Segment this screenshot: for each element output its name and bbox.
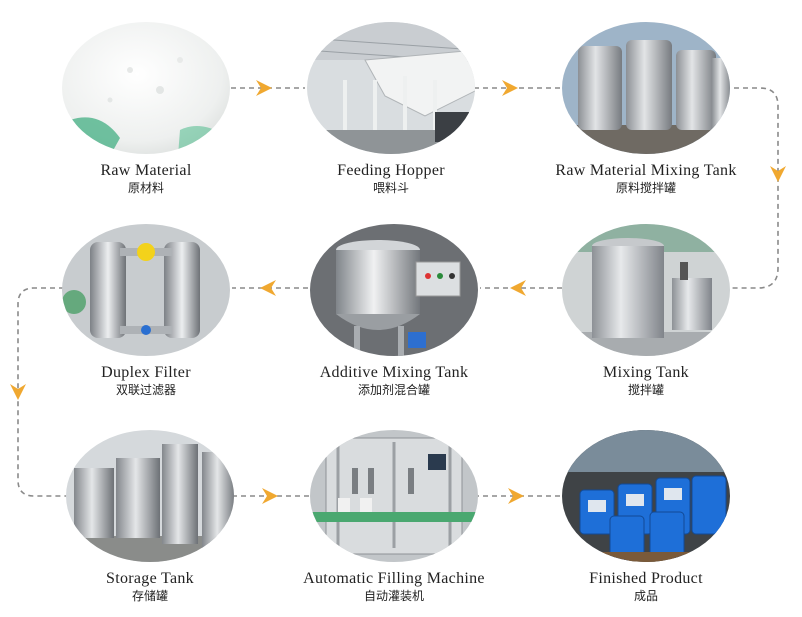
step-label-cn: 双联过滤器 (115, 383, 176, 397)
arrow-down-icon (10, 384, 26, 400)
mixing-tank-photo-icon (562, 224, 730, 356)
step-label-cn: 原材料 (127, 181, 164, 195)
step-label-cn: 添加剂混合罐 (357, 383, 430, 397)
arrow-right-icon (256, 80, 272, 96)
step-label-cn: 成品 (633, 589, 658, 603)
arrow-right-icon (502, 80, 518, 96)
step-label-en: Automatic Filling Machine (303, 570, 485, 587)
step-duplex-filter: Duplex Filter 双联过滤器 (36, 222, 256, 398)
step-label-cn: 原料搅拌罐 (615, 181, 676, 195)
filter-photo-icon (62, 224, 230, 356)
step-label-en: Raw Material (100, 162, 192, 179)
step-raw-material-mixing-tank: Raw Material Mixing Tank 原料搅拌罐 (536, 20, 756, 196)
step-label-cn: 自动灌装机 (363, 589, 424, 603)
step-label-en: Raw Material Mixing Tank (555, 162, 737, 179)
step-label-en: Storage Tank (106, 570, 194, 587)
step-label-en: Finished Product (589, 570, 703, 587)
step-automatic-filling-machine: Automatic Filling Machine 自动灌装机 (284, 428, 504, 604)
additive-tank-photo-icon (310, 224, 478, 356)
arrow-right-icon (508, 488, 524, 504)
arrow-down-icon (770, 166, 786, 182)
step-additive-mixing-tank: Additive Mixing Tank 添加剂混合罐 (284, 222, 504, 398)
powder-photo-icon (62, 22, 230, 154)
step-label-cn: 喂料斗 (372, 181, 409, 195)
connector-3-4 (730, 87, 779, 289)
filling-machine-photo-icon (310, 430, 478, 562)
step-label-en: Mixing Tank (603, 364, 689, 381)
storage-tank-photo-icon (66, 430, 234, 562)
step-mixing-tank: Mixing Tank 搅拌罐 (536, 222, 756, 398)
step-label-cn: 存储罐 (131, 589, 168, 603)
step-storage-tank: Storage Tank 存储罐 (40, 428, 260, 604)
step-feeding-hopper: Feeding Hopper 喂料斗 (281, 20, 501, 196)
hopper-photo-icon (307, 22, 475, 154)
arrow-left-icon (510, 280, 526, 296)
steel-tanks-photo-icon (562, 22, 730, 154)
step-finished-product: Finished Product 成品 (536, 428, 756, 604)
step-label-en: Additive Mixing Tank (319, 364, 469, 381)
step-label-en: Duplex Filter (101, 364, 191, 381)
step-label-cn: 搅拌罐 (627, 383, 664, 397)
arrow-left-icon (260, 280, 276, 296)
arrow-right-icon (262, 488, 278, 504)
step-label-en: Feeding Hopper (337, 162, 445, 179)
connector-6-7 (17, 287, 68, 497)
step-raw-material: Raw Material 原材料 (36, 20, 256, 196)
blue-drums-photo-icon (562, 430, 730, 562)
